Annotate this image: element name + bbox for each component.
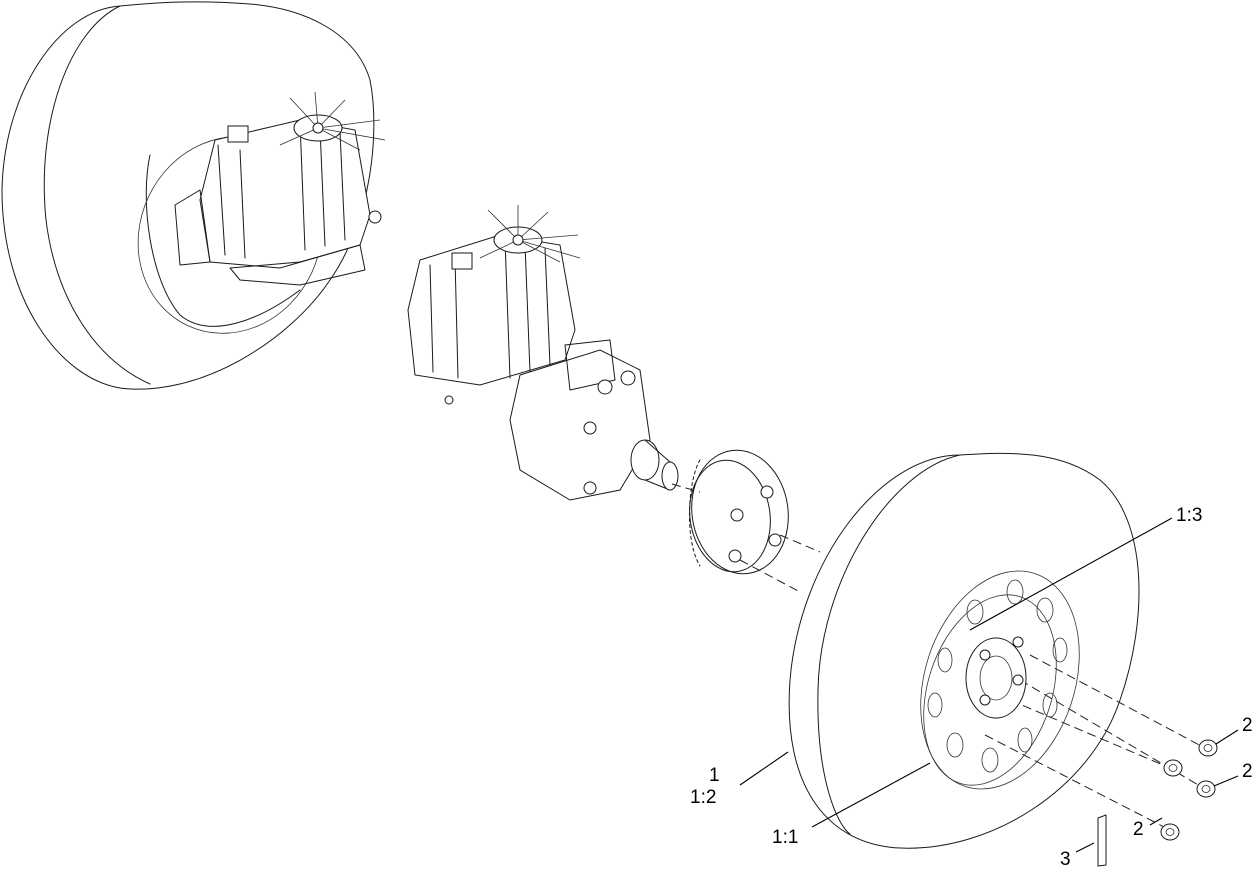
callout-labels: 1:3 1 1:2 1:1 2 2 2 3 <box>690 505 1253 870</box>
center-transmission-fins <box>429 239 551 379</box>
leader-1-3 <box>969 517 1173 631</box>
center-bolt-1 <box>597 379 613 395</box>
callout-2a: 2 <box>1242 715 1253 736</box>
center-cooling-fan <box>479 205 581 263</box>
center-drain-plug <box>444 395 454 405</box>
callout-1: 1 <box>709 765 720 786</box>
leader-3 <box>1075 842 1095 853</box>
right-rim-outer <box>920 570 1080 790</box>
center-axle-housing <box>509 349 651 501</box>
lug-nuts <box>1160 739 1218 841</box>
leader-1-1 <box>811 762 931 828</box>
center-transmission-unit <box>407 205 679 501</box>
leader-2c <box>1149 817 1163 826</box>
hub-stud-4 <box>728 549 742 563</box>
leader-2a <box>1215 729 1239 745</box>
center-bolt-4 <box>583 481 597 495</box>
leader-1 <box>739 751 789 786</box>
left-transmission-bracket <box>174 189 211 266</box>
lug-nut-1 <box>1198 739 1218 757</box>
hub-stud-1 <box>760 485 774 499</box>
callout-3: 3 <box>1060 849 1071 870</box>
left-tire-sidewall <box>145 154 301 327</box>
axle-shaft <box>630 439 679 491</box>
left-fill-cap <box>227 125 249 143</box>
wheel-hub <box>688 449 789 575</box>
rim-vent-holes <box>927 579 1068 773</box>
center-bolt-3 <box>583 421 597 435</box>
center-mount-bracket <box>564 339 616 391</box>
left-trans-bolt <box>368 210 382 224</box>
left-transmission-fins <box>217 121 346 259</box>
rim-center-bore <box>965 636 1027 719</box>
left-transmission-base <box>229 244 366 286</box>
leader-2b <box>1213 775 1239 787</box>
center-fill-cap <box>451 252 473 270</box>
leader-lines <box>739 517 1239 853</box>
callout-2c: 2 <box>1133 819 1144 840</box>
right-rim-inner <box>923 594 1057 786</box>
right-tire-outline <box>788 452 1140 849</box>
left-tire-tread-edge <box>43 5 151 385</box>
center-bolt-2 <box>620 370 636 386</box>
left-cooling-fan <box>279 91 386 151</box>
valve-stem <box>1097 814 1107 867</box>
lug-nut-2 <box>1163 759 1183 777</box>
left-wheel-assembly <box>1 1 375 390</box>
right-tire-tread-edge <box>817 454 961 835</box>
hub-stud-2 <box>768 533 782 547</box>
lug-nut-3 <box>1196 780 1216 798</box>
left-transmission-unit <box>174 91 386 286</box>
hub-stud-3 <box>730 508 744 522</box>
right-wheel-assembly <box>788 452 1140 849</box>
callout-2b: 2 <box>1242 761 1253 782</box>
callout-1-3: 1:3 <box>1176 505 1202 526</box>
callout-1-1: 1:1 <box>772 827 798 848</box>
lug-nut-4 <box>1160 823 1180 841</box>
left-tire-outline <box>1 1 375 390</box>
callout-1-2: 1:2 <box>690 787 716 808</box>
